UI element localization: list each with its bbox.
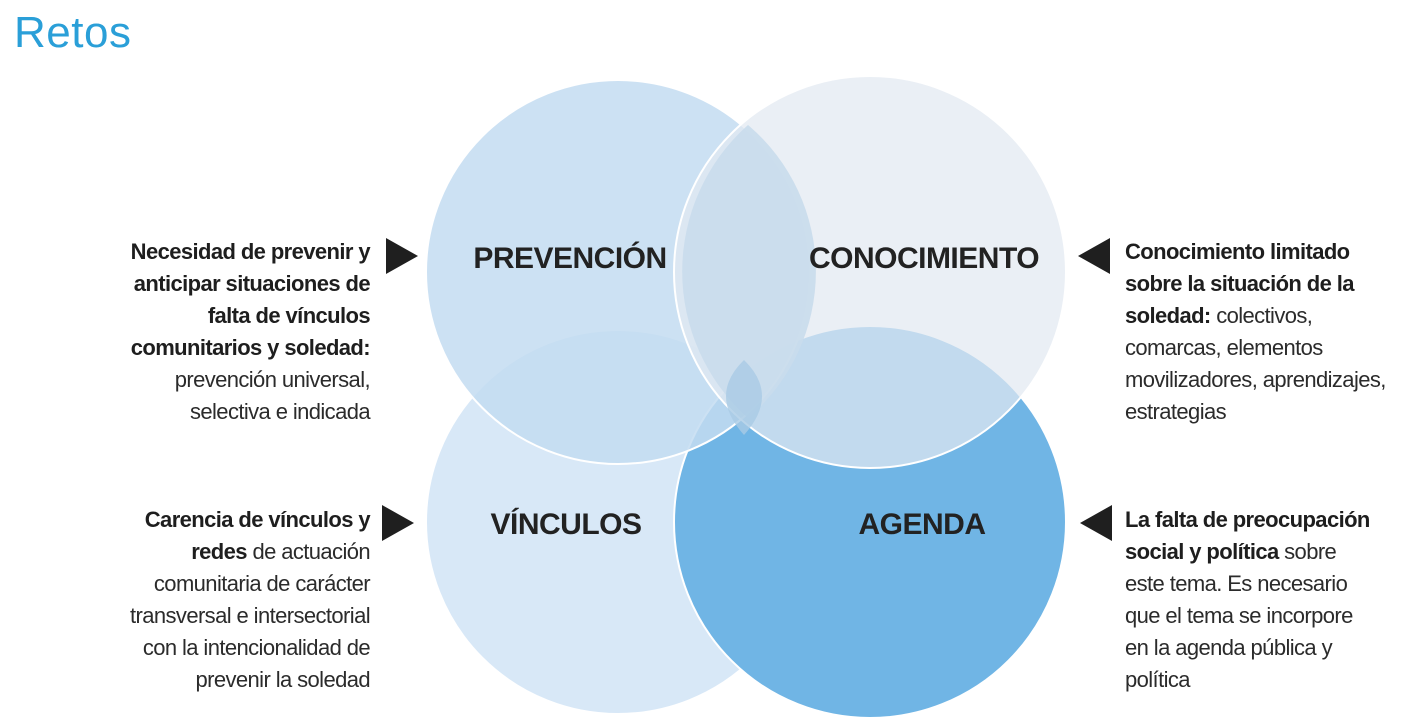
note-agenda-bold: La falta de preocupación social y políti… xyxy=(1125,507,1370,564)
arrow-right-icon xyxy=(382,505,414,541)
note-conocimiento: Conocimiento limitado sobre la situación… xyxy=(1125,236,1395,428)
note-agenda-text: sobre este tema. Es necesario que el tem… xyxy=(1125,539,1353,692)
note-prevencion-bold: Necesidad de prevenir y anticipar situac… xyxy=(130,239,371,360)
note-agenda: La falta de preocupación social y políti… xyxy=(1125,504,1375,696)
label-prevencion: PREVENCIÓN xyxy=(473,241,666,275)
note-vinculos: Carencia de vínculos y redes de actuació… xyxy=(110,504,371,696)
overlap-prevencion-conocimiento xyxy=(682,125,816,418)
note-vinculos-text: de actuación comunitaria de carácter tra… xyxy=(130,539,371,692)
note-conocimiento-bold: Conocimiento limitado sobre la situación… xyxy=(1125,239,1355,328)
overlap-center xyxy=(726,360,762,435)
note-prevencion-text: prevención universal, selectiva e indica… xyxy=(174,367,371,424)
label-agenda: AGENDA xyxy=(858,508,985,541)
label-vinculos: VÍNCULOS xyxy=(490,507,641,541)
note-conocimiento-text: colectivos, comarcas, elementos moviliza… xyxy=(1125,303,1386,424)
arrow-right-icon xyxy=(386,238,418,274)
arrow-left-icon xyxy=(1080,505,1112,541)
page-title: Retos xyxy=(14,8,132,57)
note-prevencion: Necesidad de prevenir y anticipar situac… xyxy=(110,236,371,428)
note-vinculos-bold: Carencia de vínculos y redes xyxy=(144,507,371,564)
label-conocimiento: CONOCIMIENTO xyxy=(809,242,1039,275)
arrow-left-icon xyxy=(1078,238,1110,274)
